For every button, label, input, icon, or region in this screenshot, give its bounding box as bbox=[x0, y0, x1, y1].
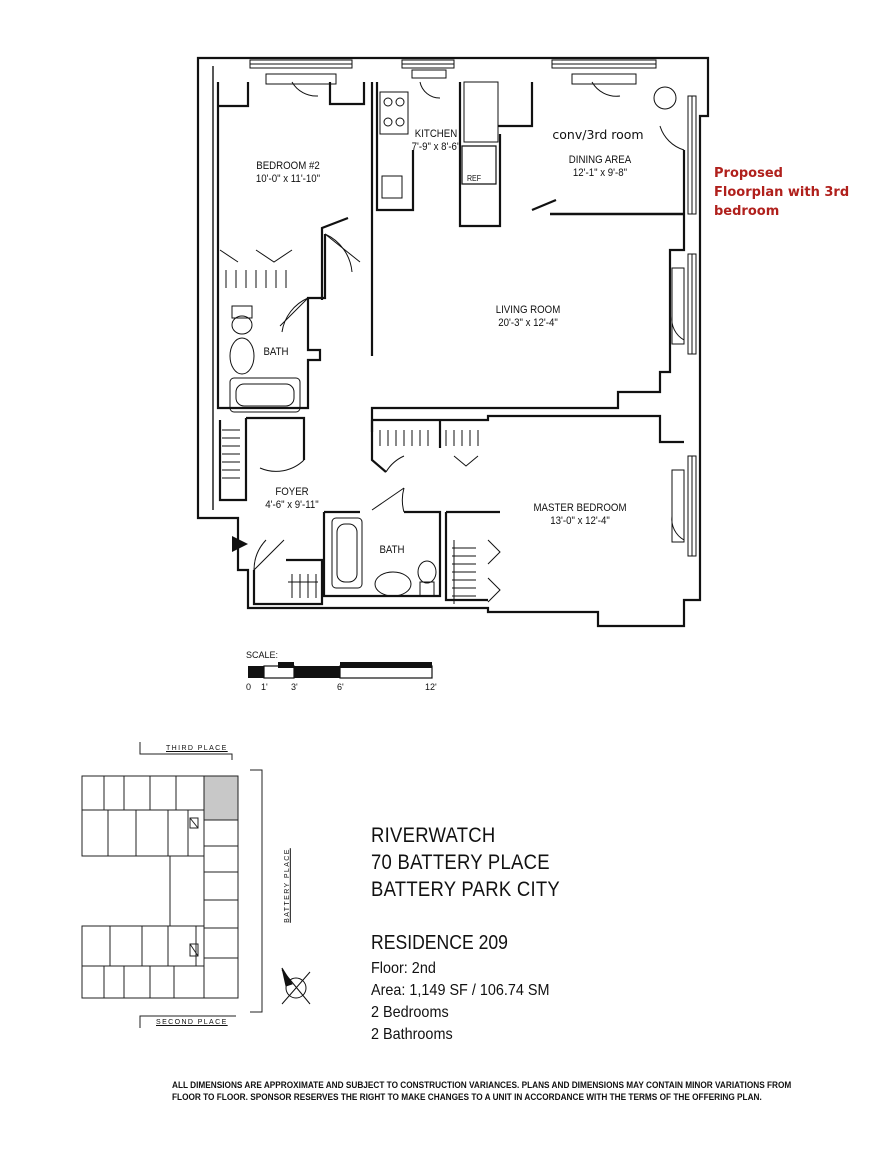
disclaimer-line-2: FLOOR TO FLOOR. SPONSOR RESERVES THE RIG… bbox=[172, 1092, 762, 1103]
fact-area: Area: 1,149 SF / 106.74 SM bbox=[371, 982, 550, 999]
fact-bathrooms: 2 Bathrooms bbox=[371, 1026, 453, 1043]
scale-tick-6: 6' bbox=[337, 682, 344, 692]
building-address: 70 BATTERY PLACE bbox=[371, 851, 550, 874]
site-key-plan bbox=[81, 742, 263, 1028]
bath-label-upper: BATH bbox=[263, 346, 289, 358]
note-line-1: Proposed bbox=[714, 166, 783, 181]
fact-bedrooms: 2 Bedrooms bbox=[371, 1004, 449, 1021]
scale-bar bbox=[248, 662, 433, 679]
residence-highlight bbox=[203, 775, 239, 821]
note-line-2: Floorplan with 3rd bbox=[714, 185, 850, 200]
disclaimer-line-1: ALL DIMENSIONS ARE APPROXIMATE AND SUBJE… bbox=[172, 1080, 792, 1091]
building-city: BATTERY PARK CITY bbox=[371, 878, 560, 901]
scale-label: SCALE: bbox=[246, 650, 279, 660]
residence-title: RESIDENCE 209 bbox=[371, 932, 508, 954]
exterior-wall bbox=[196, 56, 710, 628]
scale-tick-0: 0 bbox=[246, 682, 252, 692]
street-third-place: THIRD PLACE bbox=[166, 745, 228, 752]
street-second-place: SECOND PLACE bbox=[156, 1019, 228, 1026]
scale-tick-3: 3' bbox=[291, 682, 298, 692]
scale-tick-12: 12' bbox=[425, 682, 437, 692]
fact-floor: Floor: 2nd bbox=[371, 960, 436, 977]
entry-arrow-icon bbox=[232, 536, 248, 552]
building-title: RIVERWATCH 70 BATTERY PLACE BATTERY PARK… bbox=[371, 822, 560, 903]
proposed-note: Proposed Floorplan with 3rd bedroom bbox=[714, 164, 849, 221]
bath-label-lower: BATH bbox=[379, 544, 405, 556]
building-name: RIVERWATCH bbox=[371, 824, 496, 847]
scale-tick-1: 1' bbox=[261, 682, 268, 692]
compass-icon bbox=[281, 967, 311, 1005]
conv-room-label: conv/3rd room bbox=[552, 127, 644, 142]
ref-label: REF bbox=[466, 174, 482, 183]
bedroom2-walls bbox=[216, 82, 327, 410]
disclaimer: ALL DIMENSIONS ARE APPROXIMATE AND SUBJE… bbox=[172, 1080, 791, 1104]
residence-facts: Floor: 2nd Area: 1,149 SF / 106.74 SM 2 … bbox=[371, 958, 550, 1046]
note-line-3: bedroom bbox=[714, 204, 780, 219]
street-battery-place: BATTERY PLACE bbox=[283, 848, 291, 923]
